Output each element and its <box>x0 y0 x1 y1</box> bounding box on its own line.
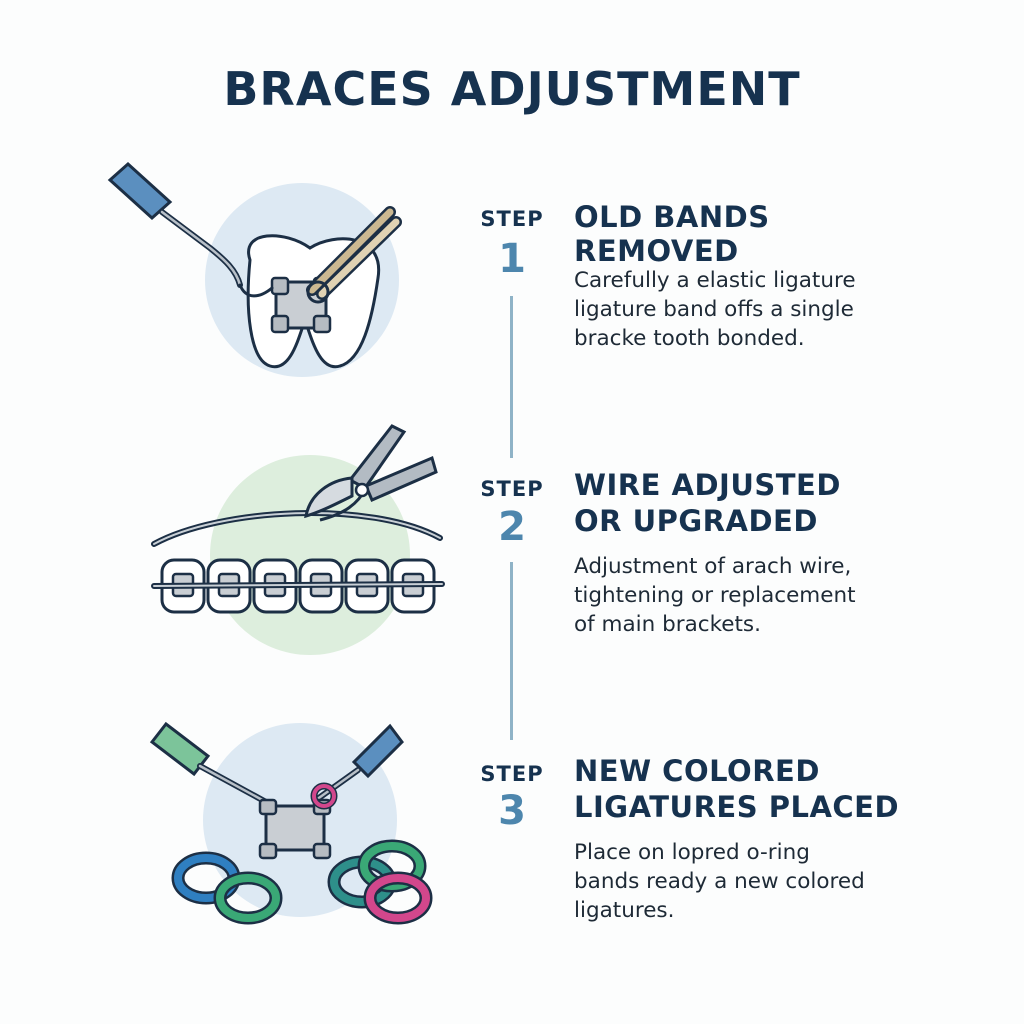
tooth-bracket-tweezers-illustration <box>107 161 402 377</box>
step-1-label: STEP <box>480 207 544 231</box>
step-2-number: 2 <box>498 504 526 550</box>
step-2-description: Adjustment of arach wire, tightening or … <box>574 554 856 637</box>
ligature-ring-icon <box>360 842 424 890</box>
archwire-pliers-illustration <box>151 424 445 655</box>
ligature-ring-icon <box>216 874 280 922</box>
green-applicator-icon <box>149 721 269 805</box>
pliers-icon <box>304 424 438 522</box>
dental-explorer-icon <box>107 161 274 298</box>
step-2-label: STEP <box>480 477 544 501</box>
timeline-connector <box>510 562 513 740</box>
step-1-description: Carefully a elastic ligature ligature ba… <box>574 268 856 351</box>
step-1-heading: OLD BANDS REMOVED <box>574 200 770 268</box>
elastic-band-icon <box>306 280 330 304</box>
step-1-number: 1 <box>498 236 526 282</box>
blue-applicator-icon <box>313 723 404 803</box>
tweezers-icon <box>306 206 402 300</box>
step-3-heading: NEW COLORED LIGATURES PLACED <box>574 754 900 824</box>
page-title: BRACES ADJUSTMENT <box>223 62 801 116</box>
colored-ligatures-illustration <box>149 721 433 925</box>
step-3-description: Place on lopred o-ring bands ready a new… <box>574 840 865 923</box>
timeline-connector <box>510 296 513 458</box>
step-3-label: STEP <box>480 762 544 786</box>
step-3-number: 3 <box>498 788 526 834</box>
ligature-ring-icon <box>366 874 430 922</box>
step-2-heading: WIRE ADJUSTED OR UPGRADED <box>574 468 841 538</box>
loose-ligature-rings <box>171 839 433 925</box>
